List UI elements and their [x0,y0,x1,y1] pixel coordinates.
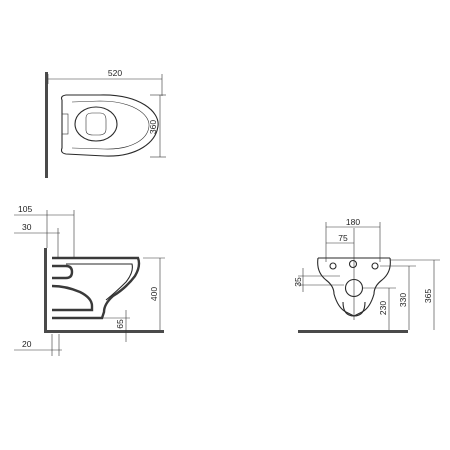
rear-view: 180 75 35 230 330 365 [293,217,440,333]
top-view-water-area [85,112,107,136]
dim-label-180: 180 [346,217,360,227]
dim-label-330: 330 [398,293,408,307]
top-view-rim-inner [71,100,150,150]
fixing-hole-right [371,262,379,270]
side-view-outlet [51,284,94,312]
rear-view-floor [298,330,408,333]
side-view-floor [44,330,164,333]
side-view-wall [44,248,47,332]
dim-label-365: 365 [423,289,433,303]
side-view-inlet [52,264,74,280]
dim-label-75: 75 [338,233,348,243]
dim-label-400: 400 [149,287,159,301]
fixing-hole-left [329,262,337,270]
top-view-wall [45,72,48,178]
dim-label-230: 230 [378,301,388,315]
dim-label-65: 65 [115,319,125,329]
dim-label-360: 360 [148,120,158,134]
top-view-bowl-outline [60,94,159,157]
top-view: 520 360 [45,68,166,178]
top-view-bowl-opening [74,106,118,142]
dim-label-30: 30 [22,222,32,232]
dim-label-105: 105 [18,204,32,214]
side-view-bowl-body [52,256,141,320]
side-view: 105 30 400 65 20 [14,204,165,356]
dim-label-20: 20 [22,339,32,349]
inlet-hole [348,259,358,269]
top-view-fixing-plate [61,113,69,135]
side-view-rim [66,263,133,301]
dim-label-35: 35 [293,277,303,287]
dim-label-520: 520 [108,68,122,78]
